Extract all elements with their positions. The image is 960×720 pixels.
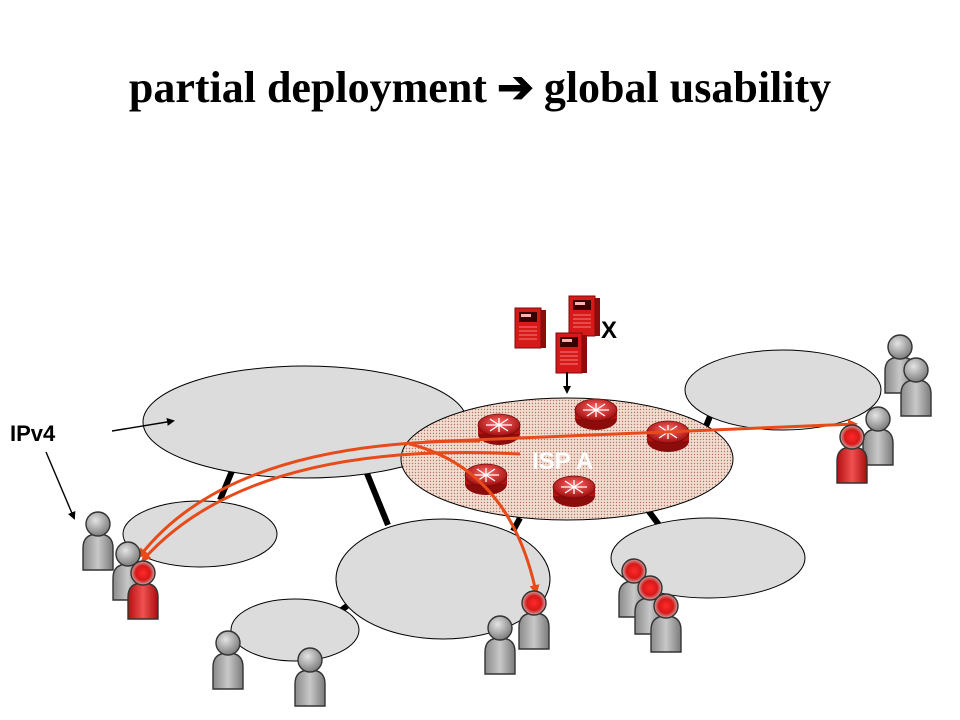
router-icon — [464, 463, 508, 496]
server-icon — [555, 332, 588, 374]
router-icon — [552, 475, 596, 508]
server-icon — [568, 295, 601, 337]
user-icon — [294, 647, 326, 707]
link-bar — [363, 469, 391, 527]
user-icon — [212, 630, 244, 690]
path-to-left-user — [138, 439, 481, 559]
network-cloud — [335, 518, 551, 640]
title-right: global usability — [543, 63, 832, 112]
user-icon — [484, 615, 516, 675]
router-icon — [646, 420, 690, 453]
server-icon — [514, 307, 547, 349]
isp-a-label: ISP A — [532, 448, 593, 475]
ipv4-arrow — [111, 418, 175, 432]
ipv4-arrow — [45, 451, 76, 520]
arrow-icon: ➔ — [496, 63, 534, 112]
network-cloud — [610, 517, 806, 599]
user-icon — [82, 511, 114, 571]
path-to-bottom-user — [409, 442, 540, 595]
slide-title: partial deployment➔global usability — [0, 62, 960, 113]
user-icon — [900, 357, 932, 417]
reachability-paths — [138, 419, 858, 595]
ipv4-label: IPv4 — [10, 421, 56, 446]
path-to-left-user — [141, 451, 521, 563]
service-servers — [514, 295, 601, 394]
title-left: partial deployment — [128, 63, 487, 112]
user-icon — [862, 406, 894, 466]
user-icon — [518, 590, 550, 650]
user-icon — [127, 560, 159, 620]
path-to-right-user — [424, 419, 858, 444]
network-cloud — [230, 598, 360, 662]
router-icon — [574, 398, 618, 431]
ipv4-pointers — [45, 418, 175, 520]
network-cloud — [684, 349, 882, 431]
service-x-label: X — [601, 317, 617, 344]
user-icon — [650, 593, 682, 653]
link-bar — [217, 469, 235, 502]
user-icon — [836, 424, 868, 484]
